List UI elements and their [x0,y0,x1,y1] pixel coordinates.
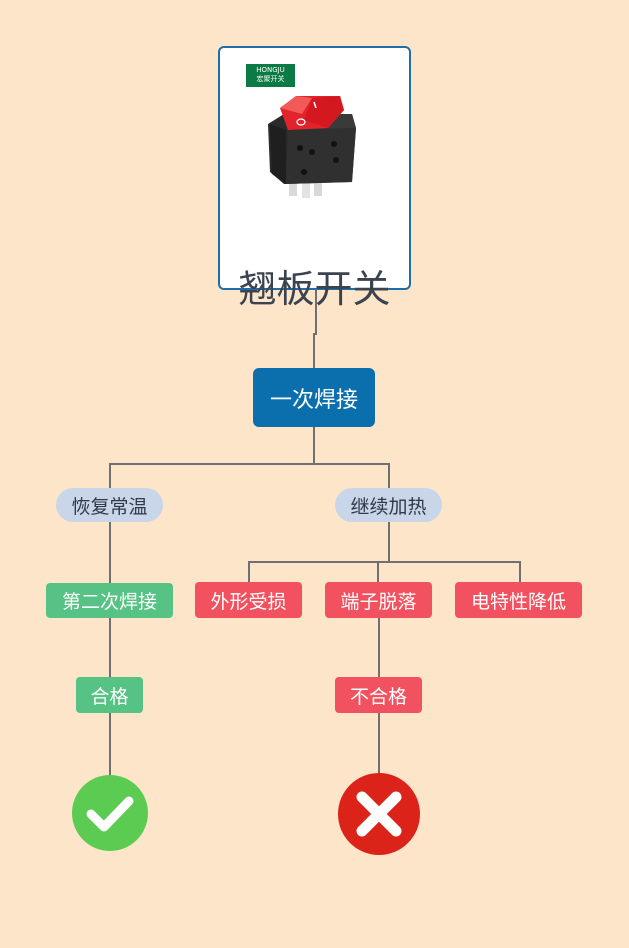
branch-keep-heating: 继续加热 [335,488,442,522]
branch-cool-down: 恢复常温 [56,488,163,522]
cross-icon [338,773,420,855]
effect-terminal-detach: 端子脱落 [325,582,432,618]
effect-appearance-damage: 外形受损 [195,582,302,618]
root-card: HONGJU 宏聚开关 翘板开关 [218,46,411,308]
effect-electrical-degrade: 电特性降低 [455,582,582,618]
check-icon [72,775,148,851]
step-second-welding: 第二次焊接 [46,583,173,618]
result-pass: 合格 [76,677,143,713]
step-first-welding: 一次焊接 [253,368,375,427]
brand-logo: HONGJU 宏聚开关 [246,64,295,87]
result-fail: 不合格 [335,677,422,713]
brand-name: HONGJU [256,66,285,74]
rocker-switch-image [268,96,356,198]
root-title: 翘板开关 [238,267,391,311]
brand-name-cn: 宏聚开关 [256,75,285,83]
